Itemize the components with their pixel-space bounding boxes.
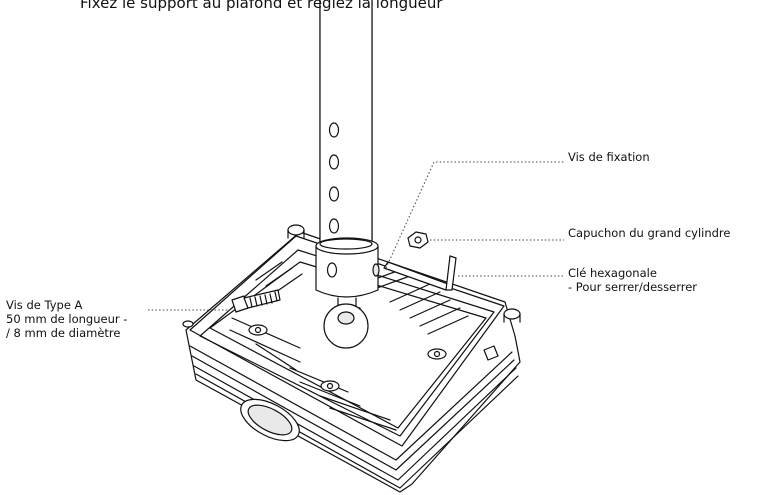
pole-hole xyxy=(328,186,340,202)
plate-screw xyxy=(320,380,340,392)
label-cylinder-cap: Capuchon du grand cylindre xyxy=(568,226,731,240)
type-a-screw xyxy=(231,289,281,313)
label-hex-key-title: Clé hexagonale xyxy=(568,266,657,280)
label-type-a-diameter: / 8 mm de diamètre xyxy=(6,326,121,340)
cylinder-hole xyxy=(372,263,380,277)
large-cylinder xyxy=(315,237,380,349)
pole-hole xyxy=(328,218,340,234)
hex-key xyxy=(383,255,457,291)
projector-foot xyxy=(287,224,305,236)
projector-lens-inner xyxy=(247,404,293,436)
pole-hole xyxy=(328,154,340,170)
fixing-nut xyxy=(407,231,429,249)
label-hex-key-note: - Pour serrer/desserrer xyxy=(568,280,698,294)
ball-joint xyxy=(323,303,369,349)
leader-fixing-screw xyxy=(385,161,564,269)
leader-lines xyxy=(148,161,564,311)
projector-foot xyxy=(503,308,521,320)
label-fixing-screw: Vis de fixation xyxy=(568,150,650,164)
pole-hole xyxy=(328,122,340,138)
plate-screw xyxy=(427,348,447,360)
label-type-a-screw: Vis de Type A xyxy=(6,298,83,312)
figure-caption: Fixez le support au plafond et réglez la… xyxy=(80,0,443,12)
label-type-a-length: 50 mm de longueur - xyxy=(6,312,128,326)
plate-screw xyxy=(248,324,268,336)
cylinder-hole xyxy=(326,262,338,278)
ceiling-pole xyxy=(319,0,373,247)
projector-foot xyxy=(182,320,194,328)
